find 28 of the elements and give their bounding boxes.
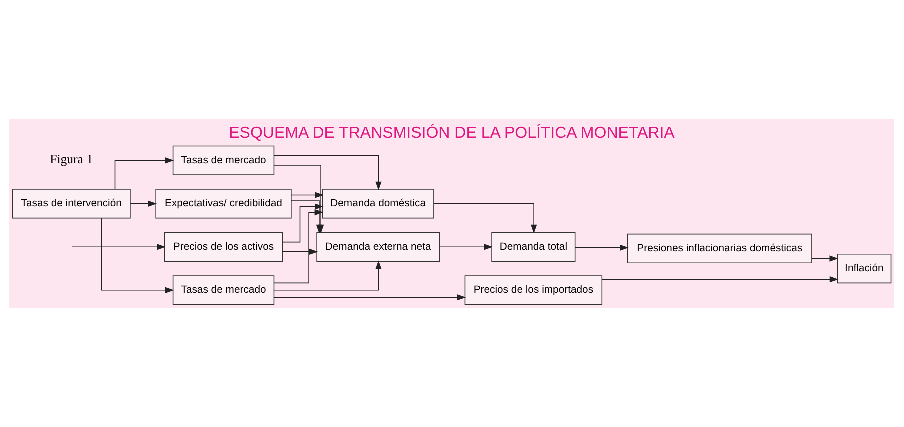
arrow bbox=[274, 155, 382, 191]
node-box: Demanda total bbox=[492, 232, 576, 262]
node-box: Inflación bbox=[837, 254, 892, 284]
label: Figura 1 bbox=[50, 152, 94, 167]
node-box: Tasas de intervención bbox=[12, 189, 131, 219]
arrow bbox=[282, 248, 318, 256]
node-box: Expectativas/ credibilidad bbox=[156, 189, 292, 219]
arrow bbox=[274, 294, 466, 301]
node-box: Tasas de mercado bbox=[172, 276, 275, 306]
arrow bbox=[291, 192, 324, 198]
arrow bbox=[439, 244, 494, 250]
arrow bbox=[812, 256, 839, 262]
arrow bbox=[130, 200, 158, 207]
diagram-title: ESQUEMA DE TRANSMISIÓN DE LA POLÍTICA MONETARIA bbox=[229, 125, 675, 142]
node-box: Demanda externa neta bbox=[316, 232, 440, 262]
arrow bbox=[575, 244, 629, 252]
node-box: Demanda doméstica bbox=[322, 189, 434, 219]
node-box: Presiones inflacionarias domésticas bbox=[627, 234, 812, 264]
arrow bbox=[114, 158, 174, 190]
arrow bbox=[434, 203, 538, 234]
arrow bbox=[602, 276, 839, 283]
node-box: Precios de los importados bbox=[464, 276, 603, 306]
node-box: Precios de los activos bbox=[164, 232, 284, 262]
arrow bbox=[72, 244, 166, 250]
arrow bbox=[274, 260, 382, 291]
arrow bbox=[101, 218, 174, 294]
node-box: Tasas de mercado bbox=[172, 146, 275, 176]
arrow bbox=[291, 200, 323, 234]
